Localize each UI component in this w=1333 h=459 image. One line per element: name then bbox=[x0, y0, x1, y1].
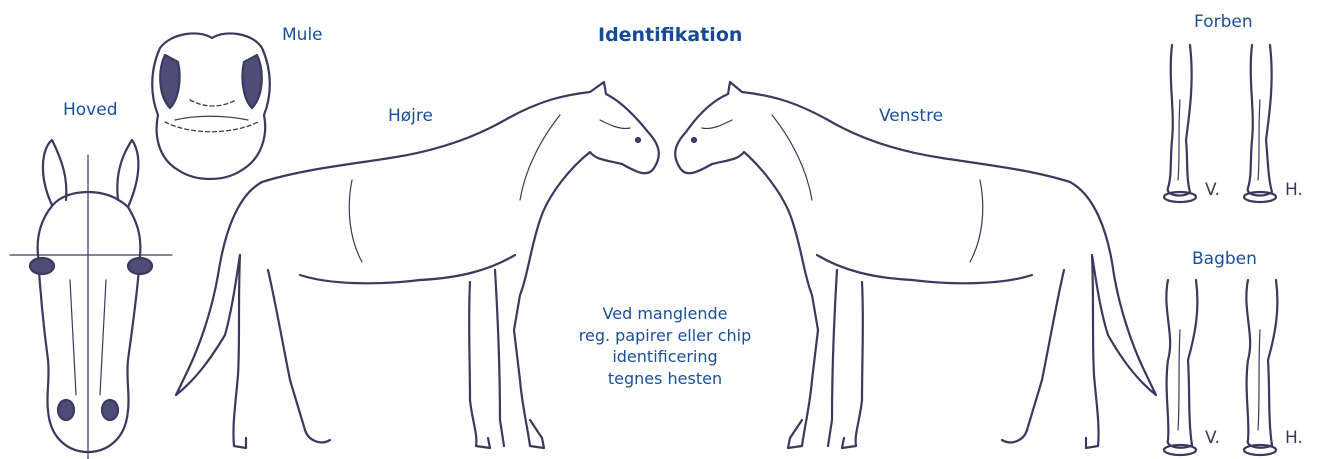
instruction-note: Ved manglende reg. papirer eller chip id… bbox=[540, 303, 790, 389]
horse-left-drawing bbox=[675, 82, 1156, 448]
muzzle-drawing bbox=[152, 33, 270, 179]
label-right-side: Højre bbox=[388, 106, 433, 126]
label-left-side: Venstre bbox=[879, 106, 943, 126]
note-line: reg. papirer eller chip bbox=[540, 325, 790, 347]
hind-right-mark: H. bbox=[1285, 428, 1303, 448]
label-head: Hoved bbox=[63, 100, 118, 120]
hind-left-mark: V. bbox=[1205, 428, 1220, 448]
note-line: Ved manglende bbox=[540, 303, 790, 325]
front-left-mark: V. bbox=[1205, 180, 1220, 200]
horse-right-drawing bbox=[176, 82, 659, 448]
head-front-drawing bbox=[10, 140, 172, 459]
front-right-mark: H. bbox=[1285, 180, 1303, 200]
front-legs-drawing bbox=[1164, 45, 1276, 202]
note-line: tegnes hesten bbox=[540, 368, 790, 390]
note-line: identificering bbox=[540, 346, 790, 368]
page-title: Identifikation bbox=[598, 24, 742, 46]
label-muzzle: Mule bbox=[282, 25, 323, 45]
hind-legs-drawing bbox=[1164, 280, 1277, 455]
label-front-legs: Forben bbox=[1194, 12, 1253, 32]
label-hind-legs: Bagben bbox=[1192, 249, 1257, 269]
